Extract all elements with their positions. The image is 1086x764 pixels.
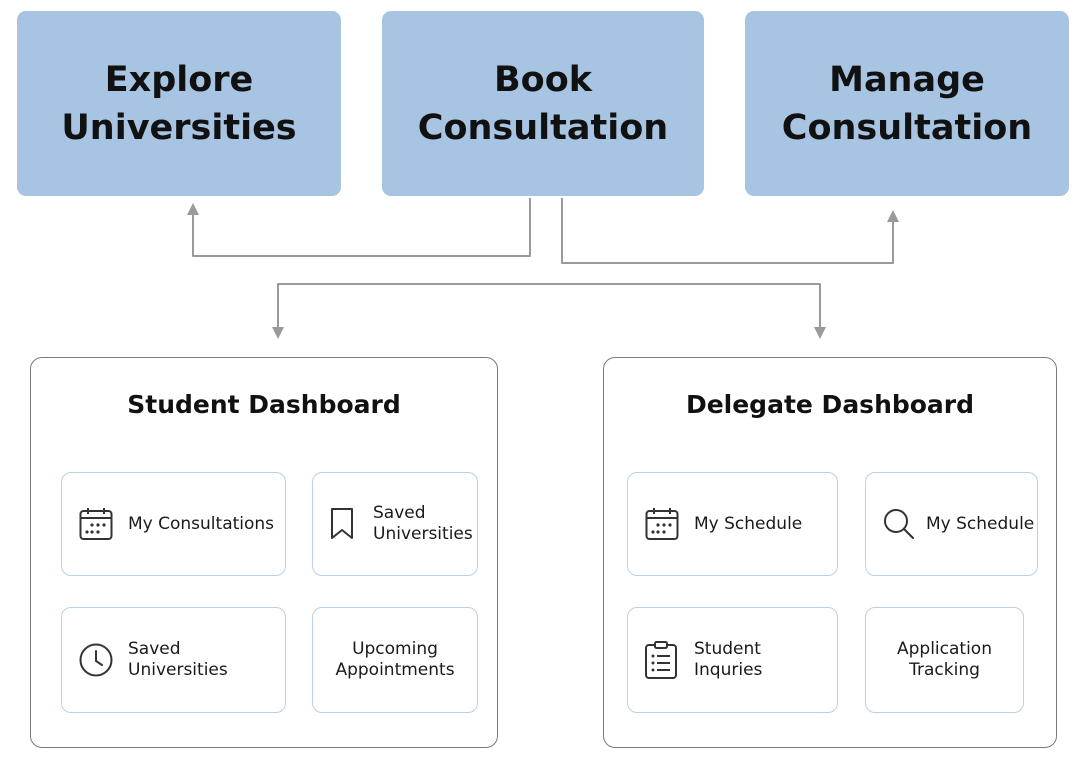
student-card-my-consultations-label: My Consultations [128, 513, 275, 534]
explore-universities-node[interactable]: Explore Universities [17, 11, 341, 196]
student-dashboard-title: Student Dashboard [127, 390, 401, 419]
calendar-icon [78, 506, 114, 542]
delegate-card-my-schedule-search-label: My Schedule [926, 513, 1035, 534]
arrowhead-student-dashboard [272, 327, 284, 339]
delegate-card-student-inquiries-label: Student Inquries [694, 639, 763, 680]
calendar-icon [644, 506, 680, 542]
arrowhead-explore [187, 203, 199, 215]
student-dashboard-panel: Student Dashboard My Consultations Saved… [30, 357, 498, 748]
book-consultation-label: Book Consultation [417, 59, 669, 148]
student-card-saved-universities-clock[interactable]: Saved Universities [61, 607, 286, 713]
connector-book-to-explore [192, 198, 531, 257]
delegate-dashboard-title: Delegate Dashboard [685, 390, 975, 419]
delegate-card-application-tracking-label: Application Tracking [897, 639, 992, 680]
arrowhead-delegate-dashboard [814, 327, 826, 339]
delegate-card-student-inquiries[interactable]: Student Inquries [627, 607, 838, 713]
student-card-upcoming-appointments[interactable]: Upcoming Appointments [312, 607, 478, 713]
search-icon [882, 507, 916, 541]
delegate-card-application-tracking[interactable]: Application Tracking [865, 607, 1024, 713]
clock-icon [78, 642, 114, 678]
student-card-saved-universities-label: Saved Universities [373, 503, 473, 544]
delegate-card-my-schedule-search[interactable]: My Schedule [865, 472, 1038, 576]
book-consultation-node[interactable]: Book Consultation [382, 11, 704, 196]
student-card-upcoming-appointments-label: Upcoming Appointments [335, 639, 455, 680]
clipboard-list-icon [644, 640, 678, 680]
student-card-my-consultations[interactable]: My Consultations [61, 472, 286, 576]
delegate-card-my-schedule[interactable]: My Schedule [627, 472, 838, 576]
connector-book-to-manage [561, 198, 894, 264]
delegate-card-my-schedule-label: My Schedule [694, 513, 803, 534]
manage-consultation-label: Manage Consultation [781, 59, 1033, 148]
manage-consultation-node[interactable]: Manage Consultation [745, 11, 1069, 196]
bookmark-icon [329, 507, 355, 541]
explore-universities-label: Explore Universities [61, 59, 297, 148]
student-card-saved-universities-clock-label: Saved Universities [128, 639, 228, 680]
delegate-dashboard-panel: Delegate Dashboard My Schedule My Schedu… [603, 357, 1057, 748]
student-card-saved-universities[interactable]: Saved Universities [312, 472, 478, 576]
arrowhead-manage [887, 210, 899, 222]
connector-to-dashboards [277, 283, 821, 330]
